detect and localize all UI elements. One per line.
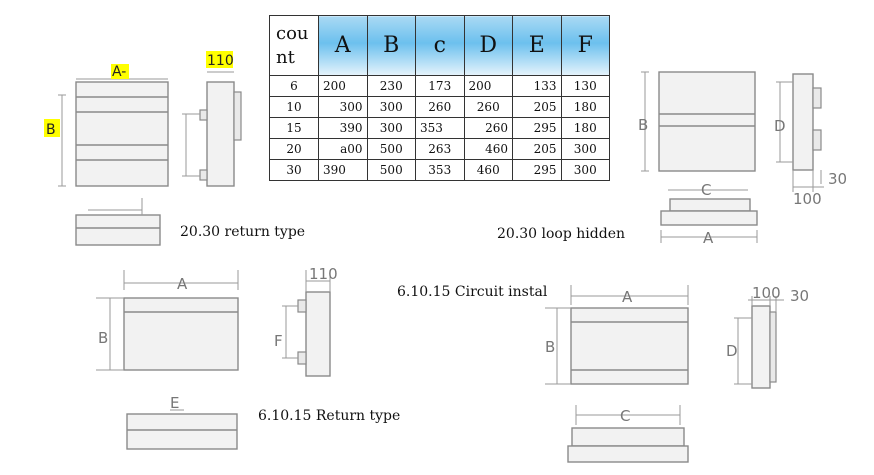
label-b-highlight [44, 119, 60, 137]
cell-f: 300 [560, 138, 610, 160]
label-c-right: C [701, 181, 711, 199]
label-30-right: 30 [828, 170, 847, 188]
cell-a: 200 [318, 75, 368, 97]
cell-count: 10 [269, 96, 319, 118]
label-a-right: A [703, 229, 714, 247]
label-b-bl: B [98, 329, 108, 347]
cell-c: 263 [415, 138, 465, 160]
caption-2030-loop-hidden: 20.30 loop hidden [497, 226, 625, 242]
cell-c: 353 [415, 159, 465, 181]
cell-f: 130 [560, 75, 610, 97]
label-c-br: C [620, 407, 630, 425]
label-100-right: 100 [793, 190, 822, 208]
front-panel-outline [75, 81, 169, 187]
header-c: c [415, 15, 465, 76]
bottom-view-61015-return: E [126, 394, 238, 450]
cell-e: 205 [512, 138, 562, 160]
label-b-right: B [638, 116, 648, 134]
table-row: 30 390 500 353 460 295 300 [269, 159, 610, 181]
table-row: 20 a00 500 263 460 205 300 [269, 138, 610, 160]
cell-d: 460 [463, 159, 513, 181]
label-30-br: 30 [790, 287, 809, 305]
table-row: 15 390 300 353 260 295 180 [269, 117, 610, 139]
cell-count: 15 [269, 117, 319, 139]
side-view-2030-return: 110 [182, 51, 242, 187]
label-a-dash: A- [112, 64, 126, 80]
label-d-right: D [774, 117, 786, 135]
label-e-bl: E [170, 394, 179, 412]
cell-b: 300 [366, 96, 416, 118]
cell-b: 230 [366, 75, 416, 97]
label-a-bl: A [177, 275, 188, 293]
side-view-2030-loop-hidden: D 100 30 [774, 73, 847, 208]
cell-b: 300 [366, 117, 416, 139]
cell-d: 260 [463, 96, 513, 118]
side-body [206, 81, 235, 187]
cell-f: 180 [560, 96, 610, 118]
cell-a: 390 [318, 159, 368, 181]
cell-count: 6 [269, 75, 319, 97]
cell-e: 295 [512, 159, 562, 181]
table-header-row: cou nt A B c D E F [269, 15, 610, 76]
cell-d: 260 [463, 117, 513, 139]
cell-d: 460 [463, 138, 513, 160]
cell-a: 300 [318, 96, 368, 118]
caption-61015-circuit-instal: 6.10.15 Circuit instal [397, 284, 548, 300]
cell-count: 20 [269, 138, 319, 160]
cell-e: 205 [512, 96, 562, 118]
front-view-2030-return: A- B [44, 64, 169, 187]
side-view-61015-circuit: 100 30 D [726, 284, 809, 389]
cell-f: 300 [560, 159, 610, 181]
label-a-dash-highlight [111, 64, 129, 79]
bottom-view-2030-return [75, 198, 161, 246]
bottom-view-61015-circuit: C [567, 405, 689, 463]
cell-e: 133 [512, 75, 562, 97]
header-a: A [318, 15, 368, 76]
cell-count: 30 [269, 159, 319, 181]
front-view-61015-circuit: A B [545, 285, 689, 385]
table-row: 10 300 300 260 260 205 180 [269, 96, 610, 118]
cell-a: 390 [318, 117, 368, 139]
label-f-bl: F [274, 332, 283, 350]
cell-b: 500 [366, 159, 416, 181]
header-count: cou nt [269, 15, 319, 76]
label-110-highlight [206, 51, 233, 68]
header-d: D [463, 15, 513, 76]
header-e: E [512, 15, 562, 76]
cell-a: a00 [318, 138, 368, 160]
header-f: F [560, 15, 610, 76]
side-view-61015-return: 110 F [274, 265, 338, 377]
label-d-br: D [726, 342, 738, 360]
label-110-bl: 110 [309, 265, 338, 283]
label-b: B [46, 122, 56, 138]
caption-61015-return-type: 6.10.15 Return type [258, 408, 401, 424]
label-100-br: 100 [752, 284, 781, 302]
cell-b: 500 [366, 138, 416, 160]
cell-c: 260 [415, 96, 465, 118]
label-a-br: A [622, 288, 633, 306]
front-view-2030-loop-hidden: B C A [638, 71, 758, 247]
header-b: B [366, 15, 416, 76]
cell-e: 295 [512, 117, 562, 139]
label-b-br: B [545, 338, 555, 356]
label-110-top: 110 [207, 53, 234, 69]
cell-c: 353 [415, 117, 465, 139]
cell-c: 173 [415, 75, 465, 97]
caption-2030-return-type: 20.30 return type [180, 224, 306, 240]
cell-d: 200 [463, 75, 513, 97]
dimension-table: cou nt A B c D E F 6 200 230 173 200 133… [269, 15, 610, 181]
front-view-61015-return: A B [96, 270, 239, 371]
table-row: 6 200 230 173 200 133 130 [269, 75, 610, 97]
cell-f: 180 [560, 117, 610, 139]
